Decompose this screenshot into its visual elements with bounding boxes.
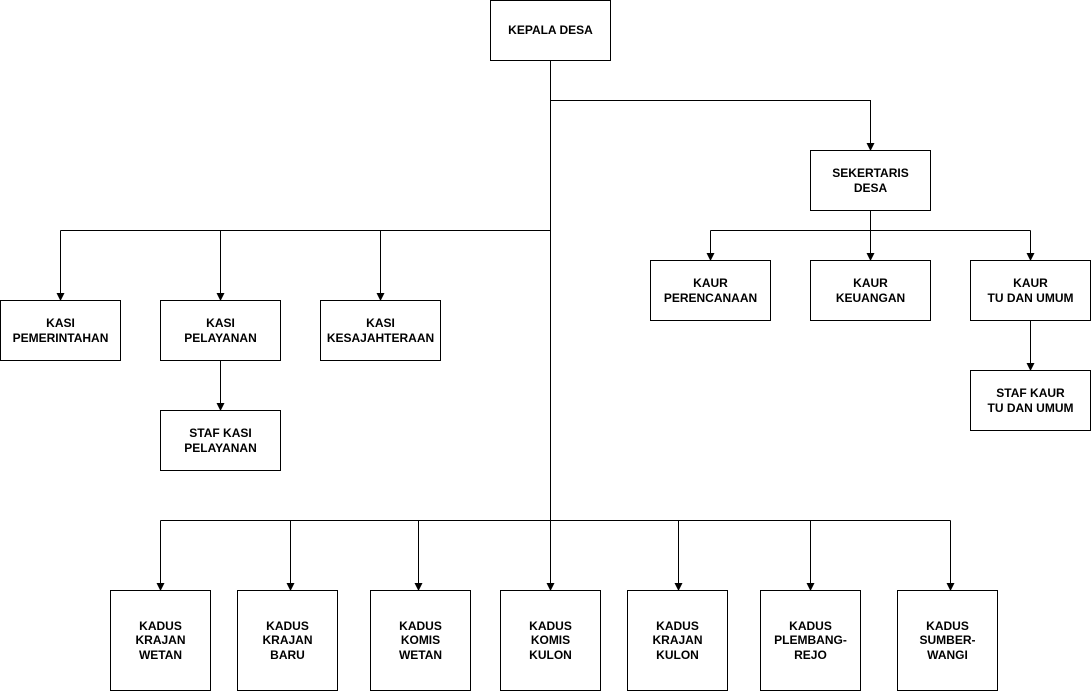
node-label: KEPALA DESA: [508, 23, 593, 38]
node-label: KADUS KOMIS KULON: [529, 618, 572, 662]
node-label: KAUR PERENCANAAN: [663, 276, 758, 305]
node-label: KADUS PLEMBANG- REJO: [774, 618, 847, 662]
node-kasi-pelayanan: KASI PELAYANAN: [160, 300, 281, 361]
node-kadus-krajan-wetan: KADUS KRAJAN WETAN: [110, 590, 211, 691]
node-kadus-komis-kulon: KADUS KOMIS KULON: [500, 590, 601, 691]
node-label: STAF KAUR TU DAN UMUM: [987, 386, 1074, 415]
node-label: KASI PEMERINTAHAN: [12, 316, 109, 345]
node-label: KADUS KRAJAN KULON: [652, 618, 703, 662]
node-kepala-desa: KEPALA DESA: [490, 0, 611, 61]
node-label: KAUR KEUANGAN: [835, 276, 906, 305]
node-label: KADUS KOMIS WETAN: [398, 618, 443, 662]
node-staf-kasi-pelayanan: STAF KASI PELAYANAN: [160, 410, 281, 471]
node-kasi-kesejahteraan: KASI KESAJAHTERAAN: [320, 300, 441, 361]
node-sekertaris-desa: SEKERTARIS DESA: [810, 150, 931, 211]
node-label: KASI PELAYANAN: [184, 316, 257, 345]
node-label: SEKERTARIS DESA: [832, 166, 909, 195]
node-kadus-krajan-baru: KADUS KRAJAN BARU: [237, 590, 338, 691]
node-kadus-krajan-kulon: KADUS KRAJAN KULON: [627, 590, 728, 691]
node-label: KAUR TU DAN UMUM: [987, 276, 1074, 305]
node-kaur-keuangan: KAUR KEUANGAN: [810, 260, 931, 321]
node-kadus-komis-wetan: KADUS KOMIS WETAN: [370, 590, 471, 691]
node-label: STAF KASI PELAYANAN: [184, 426, 257, 455]
node-staf-kaur-tu-dan-umum: STAF KAUR TU DAN UMUM: [970, 370, 1091, 431]
node-label: KASI KESAJAHTERAAN: [326, 316, 435, 345]
node-kadus-sumberwangi: KADUS SUMBER- WANGI: [897, 590, 998, 691]
node-kaur-perencanaan: KAUR PERENCANAAN: [650, 260, 771, 321]
node-label: KADUS KRAJAN WETAN: [135, 618, 186, 662]
connector-kepala-sekertaris: [550, 100, 875, 151]
node-kasi-pemerintahan: KASI PEMERINTAHAN: [0, 300, 121, 361]
node-label: KADUS KRAJAN BARU: [262, 618, 313, 662]
node-kadus-plembangrejo: KADUS PLEMBANG- REJO: [760, 590, 861, 691]
node-label: KADUS SUMBER- WANGI: [919, 618, 976, 662]
node-kaur-tu-dan-umum: KAUR TU DAN UMUM: [970, 260, 1091, 321]
